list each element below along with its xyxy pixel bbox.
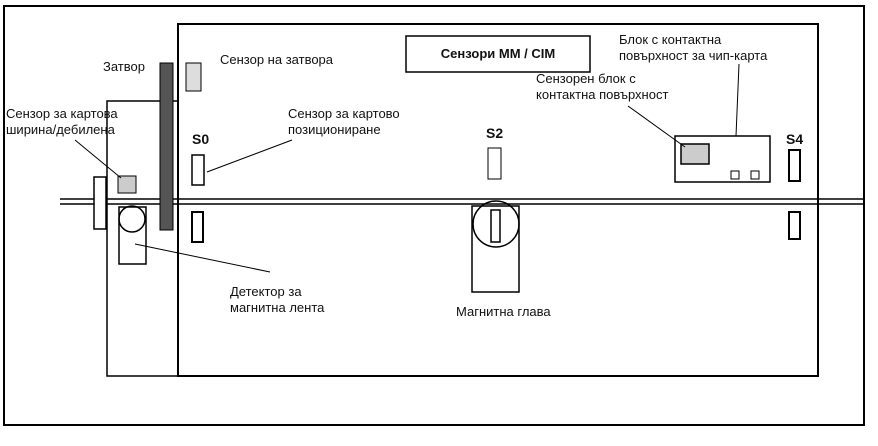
card-width-sensor xyxy=(117,175,137,194)
card-width-sensor-bracket xyxy=(93,176,107,230)
sensor-s0-lower xyxy=(191,211,204,243)
diagram-title: Сензори MM / CIM xyxy=(441,46,555,61)
chip-block-label-2: повърхност за чип-карта xyxy=(619,48,768,63)
contact-block-label-1: Сензорен блок с xyxy=(536,71,636,86)
mag-stripe-detector xyxy=(118,206,147,265)
contact-block-label-2: контактна повърхност xyxy=(536,87,668,102)
contact-pin-1 xyxy=(730,170,740,180)
sensor-s4-upper xyxy=(788,149,801,182)
title-box xyxy=(405,35,591,73)
mag-detector-label-1: Детектор за xyxy=(230,284,302,299)
sensor-s0-upper xyxy=(191,154,205,186)
main-housing xyxy=(177,23,819,377)
contact-pad xyxy=(680,143,710,165)
mag-stripe-detector-roller xyxy=(118,205,146,233)
sensor-s4-label: S4 xyxy=(786,131,803,147)
card-pos-leader xyxy=(206,139,293,173)
shutter-sensor xyxy=(185,62,202,92)
sensor-s4-lower xyxy=(788,211,801,240)
chip-block-leader xyxy=(735,63,740,137)
card-pos-sensor-label-2: позициониране xyxy=(288,122,381,137)
shutter xyxy=(159,62,174,231)
card-width-leader xyxy=(74,139,122,179)
magnetic-head-roller xyxy=(472,200,520,248)
chip-block-label-1: Блок с контактна xyxy=(619,32,722,47)
card-width-sensor-label-2: ширина/дебилена xyxy=(6,122,116,137)
mag-detector-leader xyxy=(134,243,271,273)
sensor-s2-label: S2 xyxy=(486,125,503,141)
mag-detector-label-2: магнитна лента xyxy=(230,300,325,315)
outer-frame xyxy=(3,5,865,426)
shutter-label: Затвор xyxy=(103,59,145,74)
contact-block-leader xyxy=(627,105,686,148)
contact-pin-2 xyxy=(750,170,760,180)
sensor-s0-label: S0 xyxy=(192,131,209,147)
magnetic-head-label: Магнитна глава xyxy=(456,304,551,319)
entry-housing xyxy=(106,100,179,377)
card-width-sensor-label-1: Сензор за картова xyxy=(6,106,118,121)
card-pos-sensor-label-1: Сензор за картово xyxy=(288,106,400,121)
sensor-s2 xyxy=(487,147,502,180)
magnetic-head-core xyxy=(490,209,501,243)
shutter-sensor-label: Сензор на затвора xyxy=(220,52,334,67)
